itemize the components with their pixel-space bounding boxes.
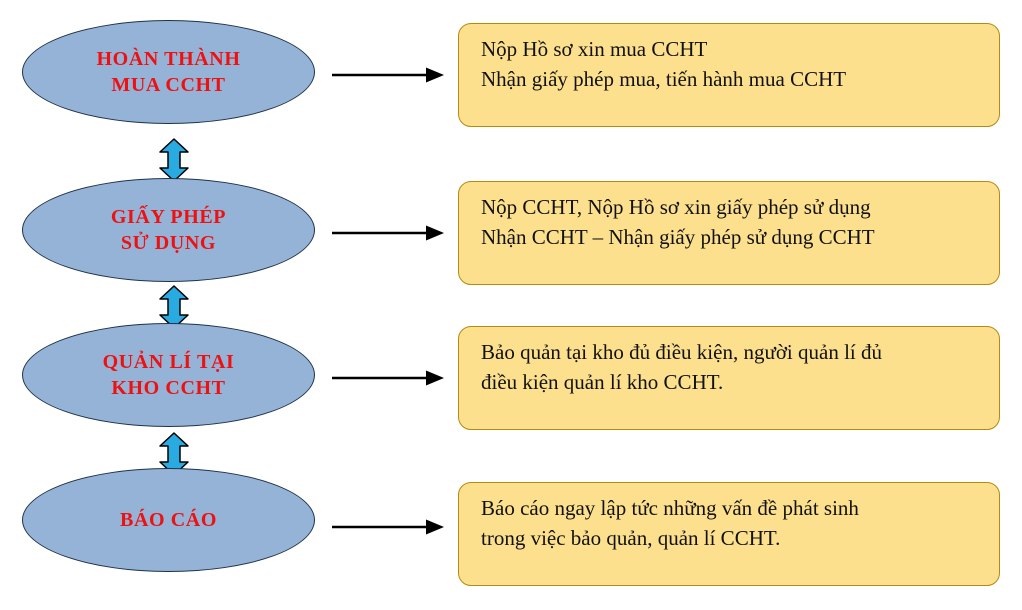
arrow-right-icon	[332, 518, 444, 536]
diagram-row-1: HOÀN THÀNH MUA CCHT Nộp Hồ sơ xin mua CC…	[0, 20, 1022, 130]
note-box-2-line2: Nhận CCHT – Nhận giấy phép sử dụng CCHT	[481, 224, 875, 249]
note-box-1[interactable]: Nộp Hồ sơ xin mua CCHT Nhận giấy phép mu…	[458, 23, 1000, 127]
stage-node-3-line1: QUẢN LÍ TẠI	[102, 350, 235, 373]
note-box-4[interactable]: Báo cáo ngay lập tức những vấn đề phát s…	[458, 482, 1000, 586]
note-box-2[interactable]: Nộp CCHT, Nộp Hồ sơ xin giấy phép sử dụn…	[458, 181, 1000, 285]
stage-node-2-line2: SỬ DỤNG	[120, 232, 217, 254]
stage-node-2-line1: GIẤY PHÉP	[110, 205, 227, 228]
note-box-4-line2: trong việc bảo quản, quản lí CCHT.	[481, 525, 781, 550]
note-box-1-line1: Nộp Hồ sơ xin mua CCHT	[481, 37, 708, 61]
note-box-3-line2: điều kiện quản lí kho CCHT.	[481, 369, 724, 394]
note-box-4-line1: Báo cáo ngay lập tức những vấn đề phát s…	[481, 496, 859, 520]
stage-node-4[interactable]: BÁO CÁO	[22, 468, 315, 572]
stage-node-4-line1: BÁO CÁO	[120, 508, 217, 531]
note-box-1-line2: Nhận giấy phép mua, tiến hành mua CCHT	[481, 66, 847, 91]
note-box-3-line1: Bảo quản tại kho đủ điều kiện, người quả…	[481, 340, 883, 364]
stage-node-1-line1: HOÀN THÀNH	[96, 47, 241, 70]
arrow-right-icon	[332, 224, 444, 242]
stage-node-3-line2: KHO CCHT	[111, 377, 226, 399]
note-box-2-line1: Nộp CCHT, Nộp Hồ sơ xin giấy phép sử dụn…	[481, 195, 871, 219]
arrow-right-icon	[332, 369, 444, 387]
stage-node-1[interactable]: HOÀN THÀNH MUA CCHT	[22, 20, 315, 124]
stage-node-3[interactable]: QUẢN LÍ TẠI KHO CCHT	[22, 323, 315, 427]
note-box-3[interactable]: Bảo quản tại kho đủ điều kiện, người quả…	[458, 326, 1000, 430]
diagram-row-2: GIẤY PHÉP SỬ DỤNG Nộp CCHT, Nộp Hồ sơ xi…	[0, 178, 1022, 288]
diagram-row-3: QUẢN LÍ TẠI KHO CCHT Bảo quản tại kho đủ…	[0, 323, 1022, 433]
diagram-row-4: BÁO CÁO Báo cáo ngay lập tức những vấn đ…	[0, 468, 1022, 586]
arrow-right-icon	[332, 66, 444, 84]
double-arrow-vertical-icon	[157, 138, 191, 182]
stage-node-2[interactable]: GIẤY PHÉP SỬ DỤNG	[22, 178, 315, 282]
stage-node-1-line2: MUA CCHT	[111, 74, 226, 96]
